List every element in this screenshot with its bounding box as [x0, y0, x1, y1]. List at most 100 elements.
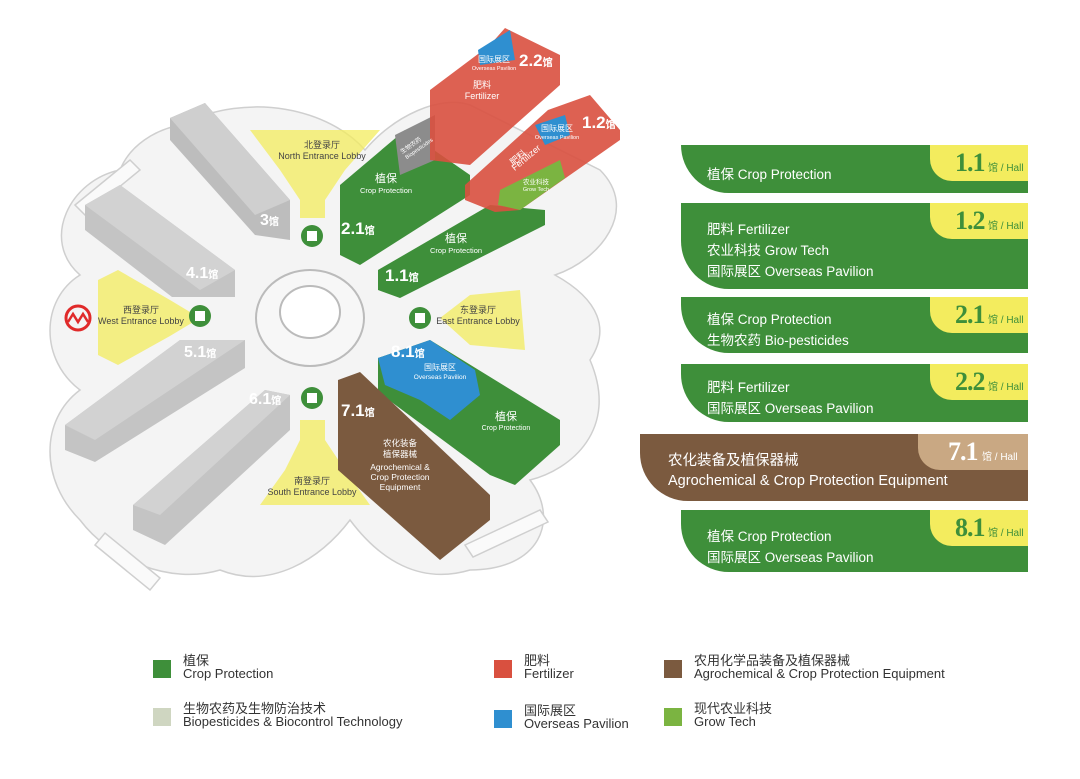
hall-suffix: 馆 / Hall: [988, 221, 1024, 232]
hall-3: [170, 103, 290, 240]
legend-swatch: [153, 708, 171, 726]
hall-number: 2.1: [955, 300, 985, 329]
hall-card-line: 国际展区 Overseas Pavilion: [707, 550, 874, 565]
hall-card-2-1: 植保 Crop Protection 生物农药 Bio-pesticides 2…: [681, 297, 1028, 353]
metro-icon: [64, 304, 92, 332]
hall-1-1-crop-en: Crop Protection: [430, 246, 482, 255]
south-lobby-en: South Entrance Lobby: [267, 487, 357, 497]
west-lobby: [98, 270, 200, 365]
south-lobby-zh: 南登录厅: [294, 475, 330, 486]
person-icons: [189, 225, 431, 409]
hall-7-1-en1: Agrochemical &: [370, 462, 430, 472]
hall-7-1-en2: Crop Protection: [370, 472, 429, 482]
east-lobby: [440, 290, 525, 350]
hall-card-8-1: 植保 Crop Protection 国际展区 Overseas Pavilio…: [681, 510, 1028, 572]
hall-badge: 1.2 馆 / Hall: [930, 203, 1028, 239]
hall-suffix: 馆 / Hall: [988, 315, 1024, 326]
hall-6-1-number: 6.1馆: [249, 391, 281, 408]
hall-suffix: 馆 / Hall: [988, 382, 1024, 393]
legend-swatch: [494, 710, 512, 728]
central-ring: [255, 269, 365, 367]
hall-7-1: [338, 372, 490, 560]
hall-number: 8.1: [955, 513, 985, 542]
hall-number: 1.1: [955, 148, 985, 177]
hall-badge: 8.1 馆 / Hall: [930, 510, 1028, 546]
legend-label-en: Grow Tech: [694, 714, 756, 729]
hall-2-2-fert-zh: 肥料: [473, 79, 491, 90]
hall-4-1-number: 4.1馆: [186, 265, 218, 282]
hall-suffix: 馆 / Hall: [988, 528, 1024, 539]
hall-suffix: 馆 / Hall: [982, 452, 1018, 463]
hall-1-1-number: 1.1馆: [385, 266, 419, 285]
hall-card-line: 植保 Crop Protection: [707, 529, 832, 544]
north-lobby-zh: 北登录厅: [304, 140, 340, 150]
legend-swatch: [664, 660, 682, 678]
legend-label-zh: 肥料: [524, 653, 551, 668]
hall-number: 2.2: [955, 367, 985, 396]
lobbies: [98, 130, 525, 505]
hall-card-line: 肥料 Fertilizer: [707, 380, 790, 395]
hall-3-number: 3馆: [260, 212, 279, 229]
legend-label-en: Agrochemical & Crop Protection Equipment: [694, 666, 945, 681]
hall-2-1-number: 2.1馆: [341, 219, 375, 238]
west-lobby-zh: 西登录厅: [123, 305, 159, 315]
hall-card-line: 肥料 Fertilizer: [707, 222, 790, 237]
hall-2-2-number: 2.2馆: [519, 51, 553, 70]
hall-card-line: 农化装备及植保器械: [668, 453, 799, 469]
hall-1-2-grow-zh: 农业科技: [523, 177, 550, 186]
legend-label-zh: 生物农药及生物防治技术: [183, 701, 327, 716]
legend-label-zh: 农用化学品装备及植保器械: [694, 653, 851, 668]
hall-7-1-number: 7.1馆: [341, 401, 375, 420]
hall-8-1: [378, 340, 560, 485]
hall-card-1-1: 植保 Crop Protection 1.1 馆 / Hall: [681, 145, 1028, 193]
hall-1-2-number: 1.2馆: [582, 113, 616, 132]
hall-card-line: Agrochemical & Crop Protection Equipment: [668, 473, 948, 489]
hall-1-2: [465, 95, 620, 212]
hall-number: 7.1: [948, 437, 978, 466]
hall-7-1-zh1: 农化装备: [383, 438, 418, 448]
south-lobby: [260, 420, 370, 505]
hall-1-2-overseas-zh: 国际展区: [541, 124, 573, 133]
hall-2-2-overseas-en: Overseas Pavilion: [472, 66, 516, 72]
east-lobby-en: East Entrance Lobby: [436, 316, 520, 326]
north-lobby-en: North Entrance Lobby: [278, 151, 366, 161]
legend-label-en: Crop Protection: [183, 666, 274, 681]
legend-swatch: [664, 708, 682, 726]
hall-card-2-2: 肥料 Fertilizer 国际展区 Overseas Pavilion 2.2…: [681, 364, 1028, 422]
hall-5-1: [65, 340, 245, 462]
hall-8-1-overseas-zh: 国际展区: [424, 363, 456, 372]
hall-badge: 7.1 馆 / Hall: [918, 434, 1028, 470]
hall-card-1-2: 肥料 Fertilizer 农业科技 Grow Tech 国际展区 Overse…: [681, 203, 1028, 289]
hall-1-2-overseas-en: Overseas Pavilion: [535, 135, 579, 141]
hall-5-1-number: 5.1馆: [184, 344, 216, 361]
hall-2-1: [340, 115, 470, 265]
hall-2-2-fert-en: Fertilizer: [465, 91, 500, 101]
hall-1-1: [378, 205, 545, 298]
hall-badge: 2.2 馆 / Hall: [930, 364, 1028, 400]
legend-label-zh: 植保: [183, 653, 210, 668]
hall-2-1-crop-zh: 植保: [375, 171, 397, 185]
hall-card-line: 生物农药 Bio-pesticides: [707, 333, 849, 348]
west-lobby-en: West Entrance Lobby: [98, 316, 184, 326]
hall-7-1-en3: Equipment: [380, 482, 421, 492]
hall-8-1-crop-en: Crop Protection: [482, 425, 531, 432]
east-lobby-zh: 东登录厅: [460, 304, 496, 315]
hall-card-line: 植保 Crop Protection: [707, 312, 832, 327]
hall-card-line: 国际展区 Overseas Pavilion: [707, 401, 874, 416]
hall-7-1-zh2: 植保器械: [383, 449, 418, 459]
legend-label-zh: 国际展区: [524, 703, 577, 718]
hall-card-line: 国际展区 Overseas Pavilion: [707, 264, 874, 279]
legend-label-en: Overseas Pavilion: [524, 716, 629, 731]
hall-badge: 1.1 馆 / Hall: [930, 145, 1028, 181]
legend-swatch: [153, 660, 171, 678]
hall-suffix: 馆 / Hall: [988, 163, 1024, 174]
hall-card-line: 植保 Crop Protection: [707, 167, 832, 182]
hall-8-1-crop-zh: 植保: [495, 409, 517, 423]
legend-label-en: Biopesticides & Biocontrol Technology: [183, 714, 403, 729]
hall-1-2-grow-en: Grow Tech: [523, 187, 549, 193]
hall-2-2: [430, 28, 560, 165]
hall-2-1-crop-en: Crop Protection: [360, 186, 412, 195]
hall-number: 1.2: [955, 206, 985, 235]
legend-swatch: [494, 660, 512, 678]
